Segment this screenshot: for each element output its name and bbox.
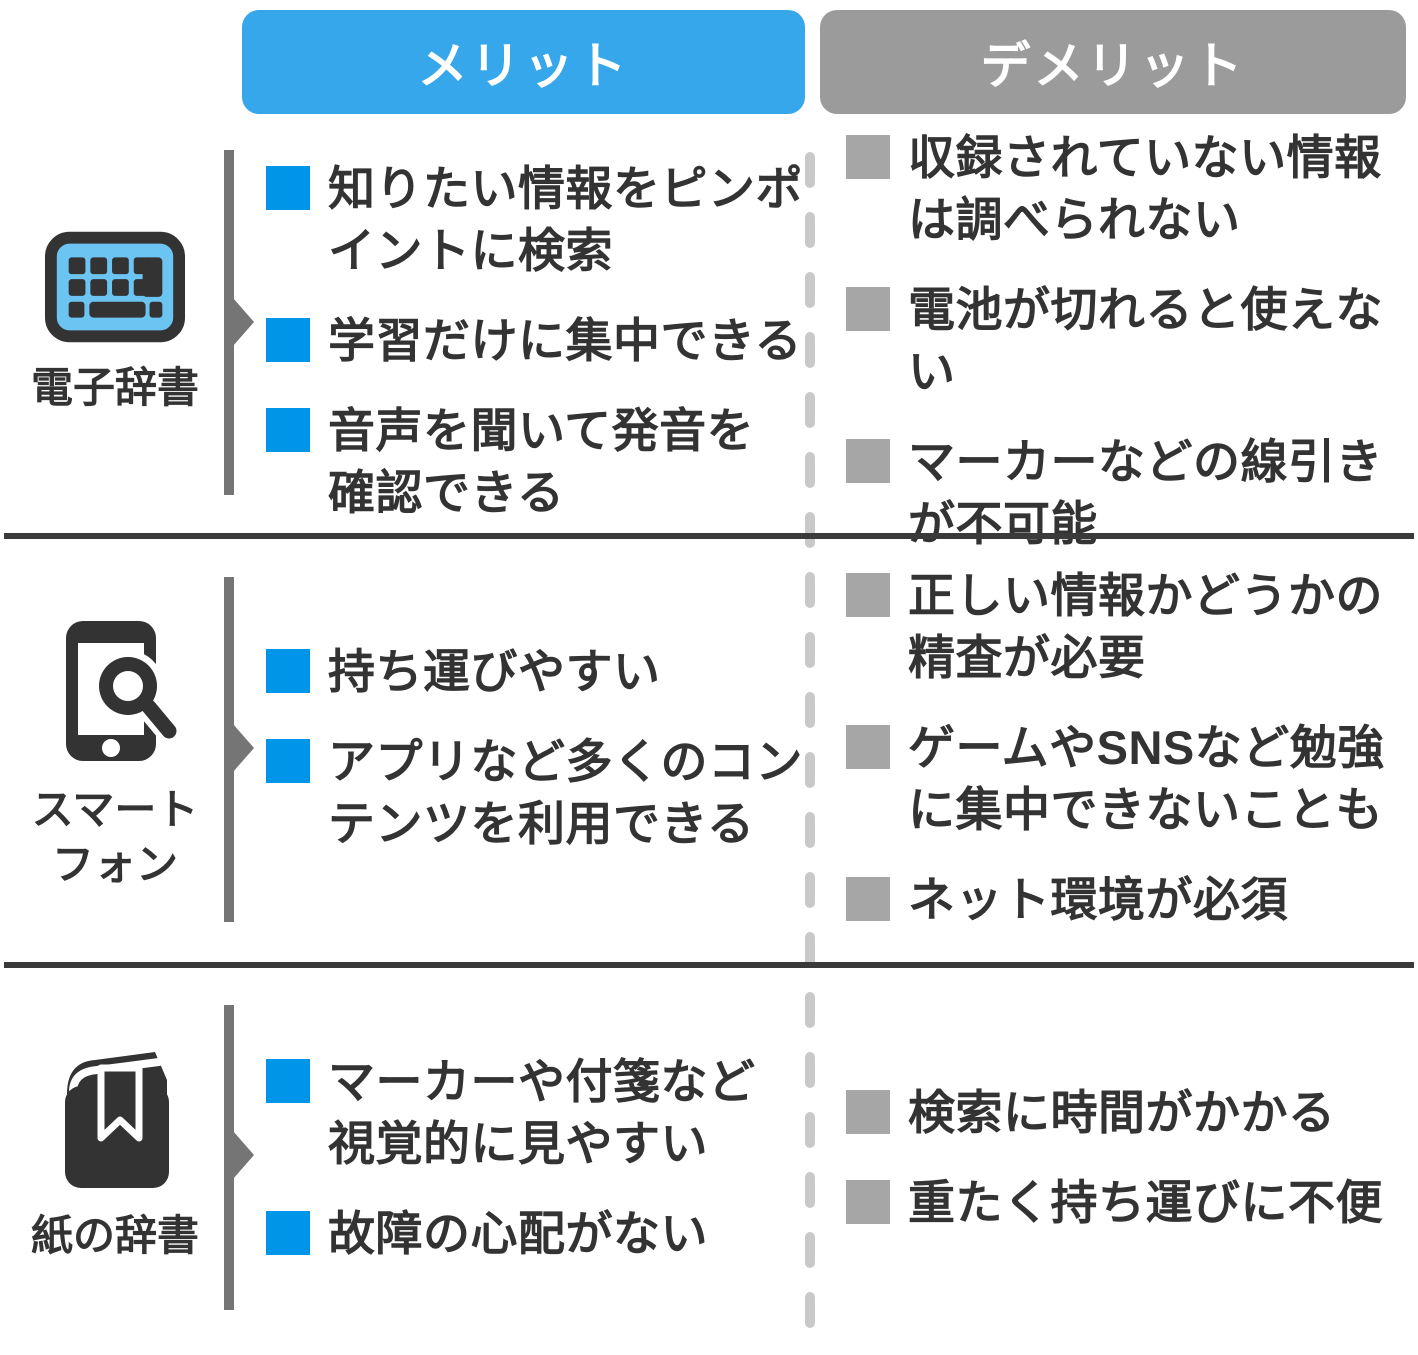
merit-bullet-icon: [266, 317, 310, 362]
connector-arrow-icon: [233, 1131, 254, 1179]
demerit-bullet-icon: [846, 1089, 890, 1134]
demerit-item-text: 収録されていない情報 は調べられない: [908, 130, 1382, 246]
merit-bullet-icon: [266, 165, 310, 210]
demerit-item: 収録されていない情報 は調べられない: [846, 127, 1412, 251]
demerit-header-label: デメリット: [980, 38, 1246, 94]
merit-item: マーカーや付箋など 視覚的に見やすい: [266, 1051, 806, 1175]
demerit-item: 重たく持ち運びに不便: [846, 1172, 1412, 1234]
row-figure-paper-dictionary: 紙の辞書: [0, 1046, 230, 1263]
merit-item: 知りたい情報をピンポ イントに検索: [266, 158, 806, 282]
demerit-item-text: ネット環境が必須: [908, 873, 1288, 926]
merit-item: 故障の心配がない: [266, 1203, 806, 1265]
merit-bullet-icon: [266, 649, 310, 693]
demerit-bullet-icon: [846, 286, 890, 331]
demerit-bullet-icon: [846, 438, 890, 483]
row-separator: [4, 962, 1414, 968]
row-separator: [4, 533, 1414, 539]
merit-list-electronic-dictionary: 知りたい情報をピンポ イントに検索 学習だけに集中できる 音声を聞いて発音を 確…: [266, 148, 806, 533]
row-label: スマート フォン: [31, 786, 199, 889]
demerit-item: ゲームやSNSなど勉強 に集中できないことも: [846, 717, 1412, 841]
demerit-bullet-icon: [846, 725, 890, 769]
row-figure-smartphone: スマート フォン: [0, 616, 230, 893]
demerit-bullet-icon: [846, 134, 890, 179]
demerit-list-paper-dictionary: 検索に時間がかかる 重たく持ち運びに不便: [846, 963, 1412, 1352]
merit-header-label: メリット: [417, 38, 630, 94]
merit-bullet-icon: [266, 1058, 310, 1103]
merit-list-paper-dictionary: マーカーや付箋など 視覚的に見やすい 故障の心配がない: [266, 963, 806, 1352]
demerit-column-header: デメリット: [820, 10, 1406, 114]
row-connector-bar: [224, 577, 234, 922]
demerit-item: ネット環境が必須: [846, 869, 1412, 931]
demerit-item-text: 検索に時間がかかる: [908, 1085, 1336, 1139]
paper-dictionary-icon: [65, 1052, 169, 1188]
demerit-item: マーカーなどの線引き が不可能: [846, 431, 1412, 555]
row-label: 紙の辞書: [30, 1212, 199, 1259]
merit-item-text: 音声を聞いて発音を 確認できる: [328, 403, 755, 519]
merit-item-text: 故障の心配がない: [328, 1206, 708, 1260]
smartphone-search-icon: [66, 621, 183, 761]
merit-item: アプリなど多くのコン テンツを利用できる: [266, 731, 806, 855]
connector-arrow-icon: [233, 724, 254, 772]
demerit-bullet-icon: [846, 573, 890, 617]
merit-bullet-icon: [266, 1210, 310, 1255]
merit-item: 学習だけに集中できる: [266, 310, 806, 372]
demerit-item-text: 重たく持ち運びに不便: [908, 1175, 1383, 1229]
demerit-item-text: 電池が切れると使えない: [908, 282, 1383, 398]
row-connector-bar: [224, 150, 234, 495]
demerit-list-smartphone: 正しい情報かどうかの 精査が必要 ゲームやSNSなど勉強 に集中できないことも …: [846, 533, 1412, 963]
demerit-bullet-icon: [846, 877, 890, 921]
merit-item: 音声を聞いて発音を 確認できる: [266, 400, 806, 524]
merit-item-text: 持ち運びやすい: [328, 645, 661, 698]
demerit-item: 検索に時間がかかる: [846, 1082, 1412, 1144]
merit-item-text: 知りたい情報をピンポ イントに検索: [328, 161, 803, 277]
column-divider-dashed-line: [805, 152, 815, 1330]
electronic-dictionary-icon: [44, 231, 186, 343]
row-label: 電子辞書: [30, 364, 199, 411]
merit-bullet-icon: [266, 739, 310, 783]
demerit-item-text: 正しい情報かどうかの 精査が必要: [908, 569, 1383, 684]
row-connector-bar: [224, 1005, 234, 1310]
demerit-item: 正しい情報かどうかの 精査が必要: [846, 565, 1412, 689]
merit-list-smartphone: 持ち運びやすい アプリなど多くのコン テンツを利用できる: [266, 533, 806, 963]
merit-bullet-icon: [266, 407, 310, 452]
connector-arrow-icon: [233, 298, 254, 346]
merit-item-text: マーカーや付箋など 視覚的に見やすい: [328, 1054, 756, 1170]
merit-item: 持ち運びやすい: [266, 641, 806, 703]
merit-item-text: 学習だけに集中できる: [328, 313, 803, 367]
row-figure-electronic-dictionary: 電子辞書: [0, 230, 230, 415]
demerit-list-electronic-dictionary: 収録されていない情報 は調べられない 電池が切れると使えない マーカーなどの線引…: [846, 131, 1412, 550]
demerit-item-text: マーカーなどの線引き が不可能: [908, 434, 1383, 550]
demerit-item: 電池が切れると使えない: [846, 279, 1412, 403]
merit-column-header: メリット: [242, 10, 805, 114]
merit-item-text: アプリなど多くのコン テンツを利用できる: [328, 735, 803, 850]
demerit-item-text: ゲームやSNSなど勉強 に集中できないことも: [908, 721, 1385, 836]
demerit-bullet-icon: [846, 1179, 890, 1224]
